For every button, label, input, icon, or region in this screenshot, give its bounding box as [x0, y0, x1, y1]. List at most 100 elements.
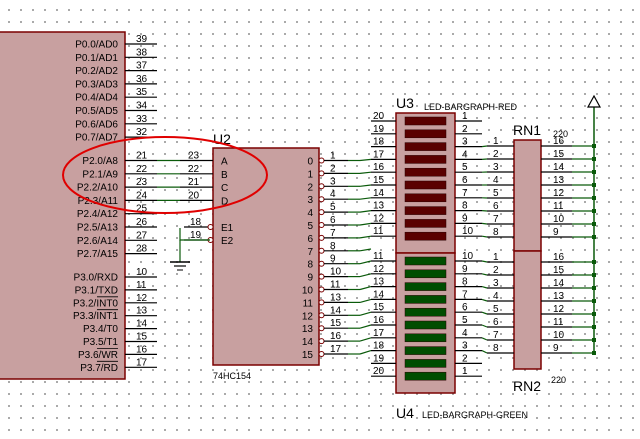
mcu-pin-label: P3.3/INT1 — [73, 311, 118, 322]
mcu-pin-number: 23 — [136, 177, 148, 188]
led-segment — [404, 193, 447, 203]
signal-wire — [359, 222, 372, 226]
mcu-pin-label: P0.0/AD0 — [75, 40, 118, 51]
mcu-pin-number: 26 — [136, 217, 148, 228]
led-segment — [404, 346, 447, 355]
rn-left-number: 4 — [493, 291, 499, 302]
led-segment — [404, 282, 447, 291]
decoder-output-label: 15 — [302, 350, 314, 361]
signal-wire — [359, 235, 372, 239]
bargraph-right-number: 2 — [462, 353, 468, 364]
rn-left-number: 6 — [493, 201, 499, 212]
decoder-output-number: 1 — [330, 151, 336, 162]
bargraph-right-number: 9 — [462, 264, 468, 275]
signal-wire — [359, 260, 372, 265]
decoder-output-number: 10 — [330, 267, 342, 278]
decoder-74hc154: U2 74HC154 23A22B21C20D18E119E2011223344… — [170, 131, 348, 381]
decoder-enable-label: E1 — [221, 223, 234, 234]
mcu-pin-number: 13 — [136, 306, 148, 317]
inverter-bubble — [318, 183, 325, 190]
inverter-bubble — [318, 325, 325, 332]
rn2-body — [513, 250, 542, 370]
rn1-ref: RN1 — [513, 122, 541, 138]
bargraph-left-number: 12 — [373, 264, 385, 275]
ground-symbol — [170, 228, 210, 271]
mcu-pin-label: P2.5/A13 — [77, 223, 119, 234]
mcu-pin-number: 38 — [136, 47, 148, 58]
u3-segments — [404, 116, 447, 241]
bargraph-left-number: 15 — [373, 175, 385, 186]
led-segment — [404, 307, 447, 317]
decoder-output-label: 14 — [302, 337, 314, 348]
rn-left-number: 6 — [493, 317, 499, 328]
mcu-pin-number: 10 — [136, 267, 148, 278]
signal-wire — [481, 350, 488, 354]
power-arrow-icon — [586, 94, 602, 108]
mcu-pin-label: P0.4/AD4 — [75, 93, 118, 104]
inverter-bubble — [318, 299, 325, 306]
rn2-ref: RN2 — [513, 378, 541, 394]
bargraph-right-number: 4 — [462, 328, 468, 339]
inverter-bubble — [318, 157, 325, 164]
mcu-pin-label: P2.2/A10 — [77, 183, 119, 194]
bargraph-right-number: 5 — [462, 315, 468, 326]
rn-right-number: 14 — [553, 278, 565, 289]
led-segment — [404, 371, 447, 381]
mcu-pin-label: P0.5/AD5 — [75, 106, 118, 117]
mcu-pin-label: P3.2/INT0 — [73, 298, 118, 309]
decoder-output-number: 4 — [330, 189, 336, 200]
decoder-output-label: 5 — [307, 221, 313, 232]
decoder-part: 74HC154 — [213, 371, 251, 381]
mcu-pin-number: 11 — [136, 280, 147, 291]
mcu-pin-label: P3.5/T1 — [83, 337, 118, 348]
bargraph-right-number: 10 — [462, 226, 474, 237]
decoder-output-number: 3 — [330, 176, 336, 187]
rn-right-number: 10 — [553, 214, 565, 225]
mcu-pin-label: P2.0/A8 — [82, 156, 118, 167]
rn-right-number: 13 — [553, 291, 565, 302]
led-bargraph-red: U3 LED-BARGRAPH-RED 20191817161514131211… — [371, 95, 518, 254]
rn-left-number: 2 — [493, 265, 499, 276]
signal-wire — [359, 210, 372, 213]
decoder-output-label: 12 — [302, 311, 314, 322]
led-segment — [404, 155, 447, 164]
decoder-output-number: 6 — [330, 215, 336, 226]
mcu-pin-number: 22 — [136, 164, 148, 175]
rn-left-number: 7 — [493, 330, 499, 341]
led-segment — [404, 206, 447, 215]
decoder-enable-label: E2 — [221, 236, 234, 247]
bargraph-left-number: 19 — [373, 353, 385, 364]
bargraph-right-number: 8 — [462, 201, 468, 212]
inverter-bubble — [318, 170, 325, 177]
led-segment — [404, 359, 447, 368]
inverter-bubble — [318, 312, 325, 319]
signal-wire — [359, 171, 372, 174]
bargraph-left-number: 19 — [373, 124, 385, 135]
bargraph-right-number: 6 — [462, 175, 468, 186]
bargraph-left-number: 11 — [373, 226, 384, 237]
rn2-value: 220 — [551, 375, 566, 385]
decoder-output-label: 2 — [307, 182, 313, 193]
decoder-output-number: 16 — [330, 331, 342, 342]
rn-left-number: 8 — [493, 227, 499, 238]
decoder-output-number: 14 — [330, 305, 342, 316]
rn-right-number: 12 — [553, 304, 565, 315]
decoder-output-number: 15 — [330, 318, 342, 329]
decoder-input-number: 23 — [188, 151, 200, 162]
u3-part: LED-BARGRAPH-RED — [424, 102, 518, 112]
decoder-input-number: 22 — [188, 164, 200, 175]
signal-wire — [481, 286, 488, 289]
rn-right-number: 9 — [553, 227, 559, 238]
rn-left-number: 3 — [493, 278, 499, 289]
mcu-pin-number: 17 — [136, 357, 148, 368]
bargraph-right-number: 7 — [462, 289, 468, 300]
rn-left-number: 5 — [493, 304, 499, 315]
bargraph-left-number: 13 — [373, 277, 385, 288]
rn-right-number: 13 — [553, 175, 565, 186]
decoder-input-label: A — [221, 157, 228, 168]
decoder-output-number: 17 — [330, 344, 342, 355]
